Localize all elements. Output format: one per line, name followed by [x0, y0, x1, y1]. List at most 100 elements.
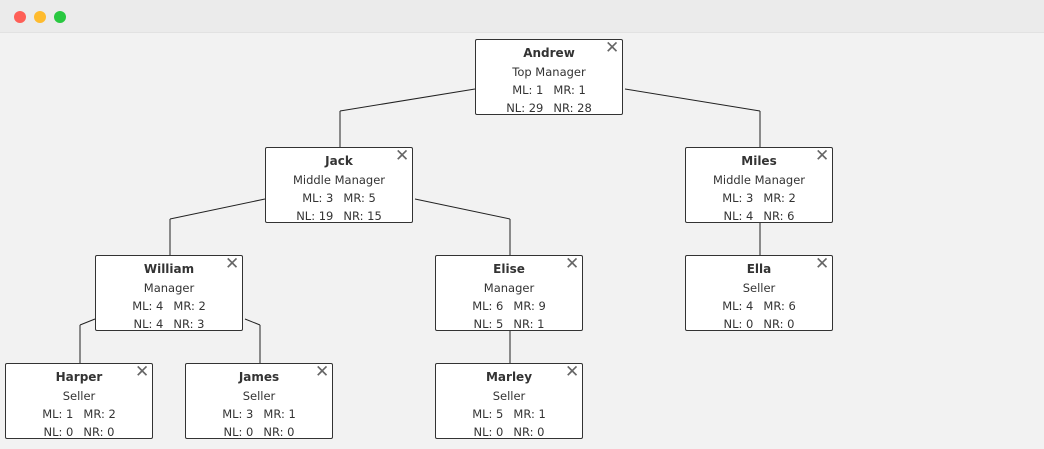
stat-mr: MR: 1 [513, 407, 546, 421]
node-role: Manager [143, 281, 195, 295]
node-name: James [238, 370, 280, 384]
stat-mr: MR: 2 [83, 407, 116, 421]
close-icon[interactable]: ✕ [395, 146, 410, 166]
stat-nl: NL: 4 [133, 317, 164, 331]
node-name: Andrew [523, 46, 575, 60]
stat-mr: MR: 2 [173, 299, 206, 313]
node-name: Harper [55, 370, 103, 384]
node-stats-n: NL: 4 NR: 6 [686, 207, 832, 225]
node-role: Middle Manager [712, 173, 806, 187]
close-icon[interactable]: ✕ [565, 362, 580, 382]
node-stats-n: NL: 19 NR: 15 [266, 207, 412, 225]
stat-nl: NL: 0 [473, 425, 504, 439]
node-stats-n: NL: 0 NR: 0 [436, 423, 582, 441]
stat-ml: ML: 3 [722, 191, 754, 205]
node-james[interactable]: ✕ James Seller ML: 3 MR: 1 NL: 0 NR: 0 [185, 363, 333, 439]
stat-mr: MR: 9 [513, 299, 546, 313]
stat-nl: NL: 5 [473, 317, 504, 331]
stat-nl: NL: 19 [296, 209, 334, 223]
stat-nl: NL: 0 [223, 425, 254, 439]
node-role: Seller [242, 389, 276, 403]
connector-andrew-jack [339, 88, 476, 112]
stat-ml: ML: 5 [472, 407, 504, 421]
node-elise[interactable]: ✕ Elise Manager ML: 6 MR: 9 NL: 5 NR: 1 [435, 255, 583, 331]
stat-ml: ML: 4 [722, 299, 754, 313]
stat-mr: MR: 6 [763, 299, 796, 313]
node-name: Marley [485, 370, 533, 384]
stat-nl: NL: 0 [43, 425, 74, 439]
node-stats-m: ML: 4 MR: 6 [686, 297, 832, 315]
stat-mr: MR: 1 [553, 83, 586, 97]
node-role: Seller [62, 389, 96, 403]
node-andrew[interactable]: ✕ Andrew Top Manager ML: 1 MR: 1 NL: 29 NR… [475, 39, 623, 115]
stat-mr: MR: 5 [343, 191, 376, 205]
node-stats-n: NL: 29 NR: 28 [476, 99, 622, 117]
title-bar [0, 0, 1044, 33]
node-role: Seller [492, 389, 526, 403]
node-stats-m: ML: 3 MR: 5 [266, 189, 412, 207]
node-stats-n: NL: 0 NR: 0 [6, 423, 152, 441]
node-stats-m: ML: 3 MR: 1 [186, 405, 332, 423]
stat-ml: ML: 1 [42, 407, 74, 421]
connector-jack-william [169, 198, 266, 220]
close-icon[interactable]: ✕ [815, 254, 830, 274]
stat-nr: NR: 0 [513, 425, 545, 439]
node-name: Ella [746, 262, 772, 276]
stat-nl: NL: 0 [723, 317, 754, 331]
stat-nl: NL: 4 [723, 209, 754, 223]
minimize-window-dot[interactable] [34, 11, 46, 23]
node-name: Miles [741, 154, 777, 168]
stat-nl: NL: 29 [506, 101, 544, 115]
node-role: Manager [483, 281, 535, 295]
node-stats-n: NL: 5 NR: 1 [436, 315, 582, 333]
node-stats-n: NL: 0 NR: 0 [186, 423, 332, 441]
stat-nr: NR: 0 [263, 425, 295, 439]
stat-nr: NR: 28 [553, 101, 592, 115]
stat-ml: ML: 3 [222, 407, 254, 421]
close-icon[interactable]: ✕ [565, 254, 580, 274]
close-icon[interactable]: ✕ [225, 254, 240, 274]
connector-jack-elise [414, 198, 511, 220]
stat-ml: ML: 1 [512, 83, 544, 97]
node-role: Top Manager [512, 65, 586, 79]
node-stats-n: NL: 4 NR: 3 [96, 315, 242, 333]
stat-nr: NR: 1 [513, 317, 545, 331]
close-icon[interactable]: ✕ [315, 362, 330, 382]
close-icon[interactable]: ✕ [815, 146, 830, 166]
node-name: William [143, 262, 195, 276]
stat-nr: NR: 0 [83, 425, 115, 439]
node-role: Seller [742, 281, 776, 295]
node-ella[interactable]: ✕ Ella Seller ML: 4 MR: 6 NL: 0 NR: 0 [685, 255, 833, 331]
stat-nr: NR: 0 [763, 317, 795, 331]
node-name: Elise [493, 262, 525, 276]
connector-william-harper [79, 318, 96, 326]
node-stats-n: NL: 0 NR: 0 [686, 315, 832, 333]
node-marley[interactable]: ✕ Marley Seller ML: 5 MR: 1 NL: 0 NR: 0 [435, 363, 583, 439]
node-stats-m: ML: 5 MR: 1 [436, 405, 582, 423]
close-icon[interactable]: ✕ [135, 362, 150, 382]
zoom-window-dot[interactable] [54, 11, 66, 23]
node-stats-m: ML: 1 MR: 1 [476, 81, 622, 99]
node-name: Jack [325, 154, 353, 168]
connector-andrew-miles [624, 88, 761, 112]
stat-nr: NR: 6 [763, 209, 795, 223]
stat-nr: NR: 15 [343, 209, 382, 223]
node-stats-m: ML: 6 MR: 9 [436, 297, 582, 315]
close-window-dot[interactable] [14, 11, 26, 23]
node-stats-m: ML: 3 MR: 2 [686, 189, 832, 207]
stat-mr: MR: 2 [763, 191, 796, 205]
connector-william-james [244, 318, 261, 326]
stat-mr: MR: 1 [263, 407, 296, 421]
stat-ml: ML: 3 [302, 191, 334, 205]
node-stats-m: ML: 1 MR: 2 [6, 405, 152, 423]
node-harper[interactable]: ✕ Harper Seller ML: 1 MR: 2 NL: 0 NR: 0 [5, 363, 153, 439]
stat-nr: NR: 3 [173, 317, 205, 331]
close-icon[interactable]: ✕ [605, 38, 620, 58]
stat-ml: ML: 6 [472, 299, 504, 313]
